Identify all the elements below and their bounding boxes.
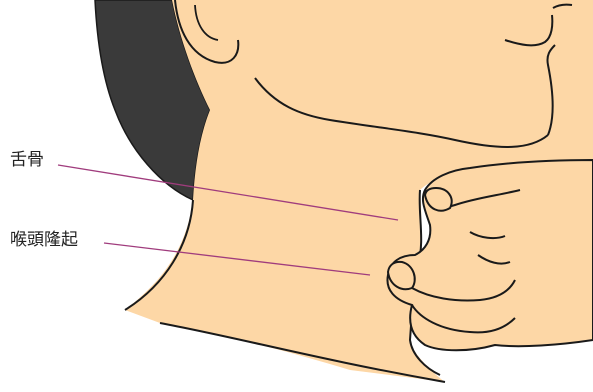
- laryngeal-prominence-label: 喉頭隆起: [10, 232, 78, 249]
- hyoid-label: 舌骨: [10, 152, 44, 169]
